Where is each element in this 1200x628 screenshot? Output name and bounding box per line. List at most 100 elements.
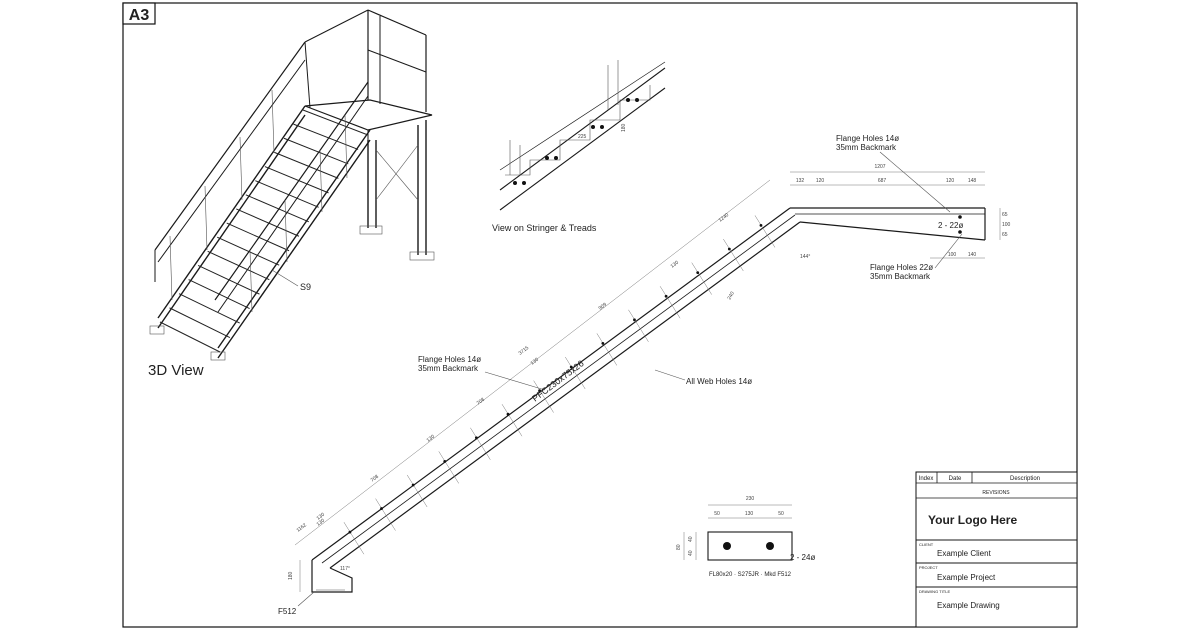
web-hole-station xyxy=(754,215,776,248)
iso-tread xyxy=(236,208,300,237)
dim-slope-overall: 3715 xyxy=(518,345,531,357)
tb-header-index: Index xyxy=(919,476,934,482)
plate-dim-width: 230 xyxy=(746,496,755,502)
web-hole-station xyxy=(470,427,491,460)
plate-caption: FL80x20 · S275JR · Mkd F512 xyxy=(709,572,792,578)
iso-tread xyxy=(283,137,349,165)
web-hole xyxy=(759,224,763,227)
dim-right-1: 65 xyxy=(1002,212,1008,218)
note-flange-low-1: Flange Holes 22ø xyxy=(870,263,933,272)
iso-tread xyxy=(159,321,221,353)
tb-logo-text: Your Logo Here xyxy=(928,513,1017,527)
iso-view-label: 3D View xyxy=(148,362,204,379)
iso-tread xyxy=(188,279,250,310)
web-hole xyxy=(601,342,605,345)
tb-project-label: PROJECT xyxy=(919,565,938,570)
note-web-holes: All Web Holes 14ø xyxy=(686,377,752,386)
dim-top-3: 687 xyxy=(878,178,887,184)
note-flange-mid-1: Flange Holes 14ø xyxy=(418,355,481,364)
sheet-size-label: A3 xyxy=(129,7,150,24)
dim-top-2: 120 xyxy=(816,178,825,184)
dim-slope-708a: 708 xyxy=(476,397,486,407)
section-label: PFC230x75x26 xyxy=(530,358,586,403)
web-hole-station xyxy=(596,333,618,366)
note-holes-plate: 2 - 24ø xyxy=(790,553,815,562)
web-hole-station xyxy=(438,451,459,484)
plate-dim-1: 50 xyxy=(714,511,720,517)
iso-tread xyxy=(169,307,231,338)
plate-dim-2: 130 xyxy=(745,511,754,517)
iso-tread xyxy=(178,293,240,324)
note-flange-low-2: 35mm Backmark xyxy=(870,272,931,281)
note-flange-top-2: 35mm Backmark xyxy=(836,143,897,152)
sheet-border xyxy=(122,2,1078,628)
web-hole-station xyxy=(565,356,586,390)
iso-tread xyxy=(216,236,280,266)
web-hole-station xyxy=(343,522,365,555)
sheet-size-box xyxy=(122,2,156,25)
dim-top-4: 120 xyxy=(946,178,955,184)
iso-tread xyxy=(245,194,309,223)
note-holes-top: 2 - 22ø xyxy=(938,221,963,230)
foot-tag: F512 xyxy=(278,607,297,616)
web-hole-station xyxy=(501,404,523,437)
web-hole xyxy=(348,530,352,534)
tb-drawing-title-label: DRAWING TITLE xyxy=(919,589,950,594)
dim-seg-2: 130 xyxy=(530,357,540,367)
dim-angle-bottom: 117° xyxy=(340,566,350,572)
dim-top-5: 148 xyxy=(968,178,977,184)
dim-bottom-1: 100 xyxy=(948,252,957,258)
stringer-view-label: View on Stringer & Treads xyxy=(492,223,597,233)
web-hole xyxy=(569,365,573,369)
base-plate-view xyxy=(683,504,793,561)
iso-tread xyxy=(293,123,359,150)
tb-header-date: Date xyxy=(949,476,962,482)
web-hole-station xyxy=(659,286,681,319)
web-hole xyxy=(538,389,542,393)
dim-seg-4: 130 xyxy=(316,512,326,522)
web-hole xyxy=(664,294,668,298)
web-hole xyxy=(411,483,415,487)
dim-low-1162: 1162 xyxy=(296,522,308,533)
dim-foot-height: 180 xyxy=(288,571,294,580)
dim-right-3: 65 xyxy=(1002,232,1008,238)
stringer-dim-225: 225 xyxy=(578,134,587,140)
iso-tread xyxy=(255,180,319,208)
web-hole xyxy=(506,412,510,416)
dim-right-2: 100 xyxy=(1002,222,1011,228)
note-flange-mid-2: 35mm Backmark xyxy=(418,364,479,373)
title-block xyxy=(915,471,1078,628)
dim-slope-708b: 708 xyxy=(370,474,380,484)
dim-top-1: 132 xyxy=(796,178,805,184)
plate-dim-height: 80 xyxy=(676,544,682,550)
web-hole-station xyxy=(375,498,396,531)
iso-tread xyxy=(197,265,260,295)
web-hole xyxy=(633,318,636,322)
dim-top-overall: 1207 xyxy=(874,164,885,170)
iso-stair-view: S9 xyxy=(149,9,435,361)
web-hole xyxy=(727,247,731,251)
dim-seg-1: 130 xyxy=(670,260,680,270)
dim-seg-3: 130 xyxy=(426,434,436,444)
tb-drawing-title-value: Example Drawing xyxy=(937,601,1000,610)
web-hole-station xyxy=(723,238,744,272)
stringer-detail-view xyxy=(294,171,1001,593)
iso-tread xyxy=(302,109,369,136)
tb-header-description: Description xyxy=(1010,476,1040,482)
web-hole xyxy=(380,507,383,510)
stringer-dim-180: 180 xyxy=(621,123,627,132)
stair-tag: S9 xyxy=(300,282,311,292)
iso-tread xyxy=(274,151,339,179)
iso-tread xyxy=(264,166,329,194)
web-hole-station xyxy=(533,380,554,413)
web-hole xyxy=(474,436,478,440)
plate-dim-5: 40 xyxy=(688,536,694,542)
dim-web-spacing: 240 xyxy=(727,291,736,301)
tb-client-label: CLIENT xyxy=(919,542,934,547)
dim-slope-909: 909 xyxy=(598,302,608,312)
plate-dim-3: 50 xyxy=(778,511,784,517)
iso-tread xyxy=(207,250,270,281)
dim-angle-top: 144° xyxy=(800,254,810,260)
web-hole-station xyxy=(406,474,428,508)
